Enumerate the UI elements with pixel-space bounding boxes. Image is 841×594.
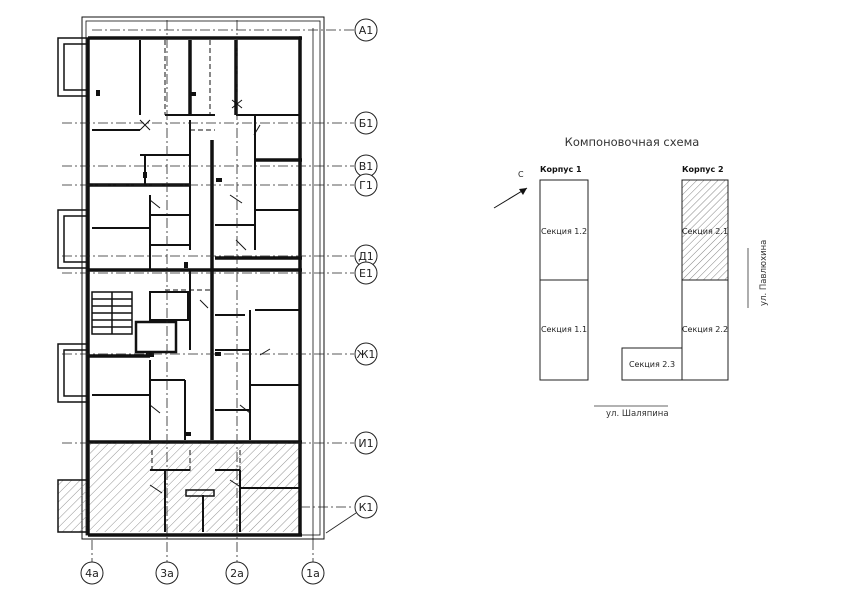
- axis-3a: 3а: [155, 561, 179, 585]
- section-1-1-label: Секция 1.1: [541, 325, 587, 334]
- axis-v1: В1: [354, 154, 378, 178]
- axis-g1: Г1: [354, 173, 378, 197]
- axis-zh1: Ж1: [354, 342, 378, 366]
- axis-2a: 2а: [225, 561, 249, 585]
- north-label: С: [518, 170, 524, 179]
- section-1-2-label: Секция 1.2: [541, 227, 587, 236]
- axis-d1: Д1: [354, 244, 378, 268]
- axis-a1: А1: [354, 18, 378, 42]
- axis-label: 2а: [230, 567, 244, 580]
- axis-k1: К1: [325, 495, 378, 534]
- street-pavlyukhina: ул. Павлюхина: [759, 240, 769, 306]
- section-2-3: [621, 347, 683, 381]
- section-2-2: [681, 279, 729, 381]
- axis-label: В1: [359, 160, 374, 173]
- section-1-2: [539, 179, 589, 281]
- section-1-1: [539, 279, 589, 381]
- axis-label: А1: [359, 24, 374, 37]
- column-axis-markers: 4а 3а 2а 1а: [80, 561, 325, 585]
- corp2-label: Корпус 2: [682, 165, 724, 174]
- axis-1a: 1а: [301, 561, 325, 585]
- row-axis-markers: А1 Б1 В1 Г1 Д1 Е1 Ж1 И1: [325, 18, 378, 534]
- section-2-1: [681, 179, 729, 281]
- axis-label: 4а: [85, 567, 99, 580]
- axis-label: И1: [358, 437, 373, 450]
- section-2-2-label: Секция 2.2: [682, 325, 728, 334]
- axis-i1: И1: [354, 431, 378, 455]
- axis-label: К1: [359, 501, 374, 514]
- north-arrow-icon: С: [493, 170, 528, 209]
- axis-label: Ж1: [357, 348, 376, 361]
- axis-label: Д1: [358, 250, 374, 263]
- axis-b1: Б1: [354, 111, 378, 135]
- floor-plan: [57, 16, 354, 562]
- corp1-label: Корпус 1: [540, 165, 582, 174]
- axis-4a: 4а: [80, 561, 104, 585]
- axis-label: Е1: [359, 267, 373, 280]
- axis-label: Б1: [359, 117, 374, 130]
- axis-e1: Е1: [354, 261, 378, 285]
- section-2-1-label: Секция 2.1: [682, 227, 728, 236]
- scheme-title: Компоновочная схема: [565, 135, 700, 149]
- axis-label: Г1: [359, 179, 373, 192]
- section-2-3-label: Секция 2.3: [629, 360, 675, 369]
- street-shalyapina: ул. Шаляпина: [606, 409, 669, 419]
- layout-scheme: Компоновочная схема С Корпус 1 Секция 1.…: [493, 135, 769, 419]
- axis-label: 3а: [160, 567, 174, 580]
- axis-label: 1а: [306, 567, 320, 580]
